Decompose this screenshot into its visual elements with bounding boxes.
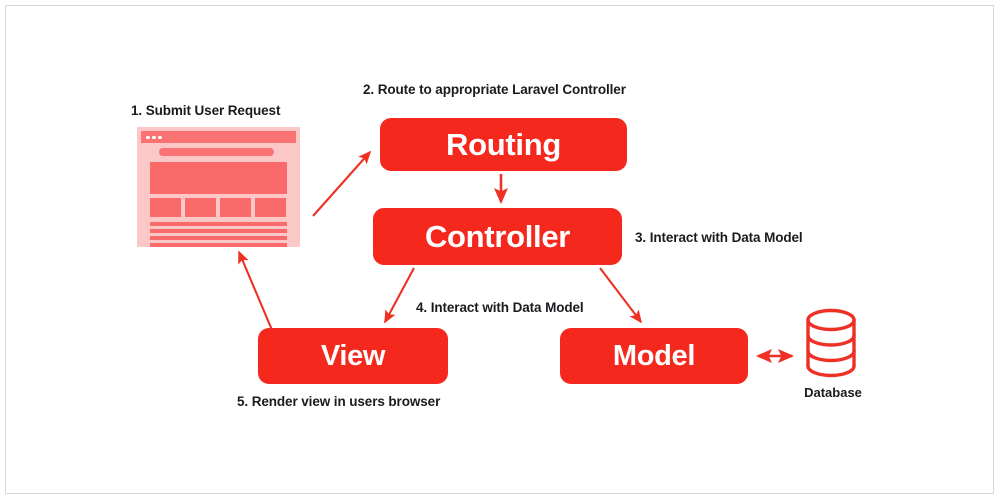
window-dot-close-icon — [146, 135, 150, 139]
browser-text-line — [150, 229, 287, 233]
browser-url-bar — [159, 148, 274, 156]
window-dot-minimize-icon — [152, 135, 156, 139]
browser-column-block — [185, 198, 216, 217]
browser-text-line — [150, 243, 287, 247]
database-group: Database — [798, 307, 868, 402]
browser-column-block — [220, 198, 251, 217]
node-view[interactable]: View — [258, 328, 448, 384]
caption-step-4: 4. Interact with Data Model — [416, 300, 584, 315]
browser-text-line — [150, 222, 287, 226]
window-dot-maximize-icon — [158, 135, 162, 139]
caption-step-3: 3. Interact with Data Model — [635, 230, 803, 245]
node-controller[interactable]: Controller — [373, 208, 622, 265]
arrow-controller-to-model — [599, 267, 643, 324]
arrow-controller-to-view — [384, 267, 415, 324]
database-label: Database — [804, 385, 862, 400]
caption-step-1: 1. Submit User Request — [131, 103, 281, 118]
browser-column-block — [150, 198, 181, 217]
arrow-browser-to-routing — [312, 150, 372, 217]
node-routing[interactable]: Routing — [380, 118, 627, 171]
browser-hero-block — [150, 162, 287, 194]
database-cylinder-icon — [806, 308, 856, 378]
browser-column-block — [255, 198, 286, 217]
caption-step-2: 2. Route to appropriate Laravel Controll… — [363, 82, 626, 97]
browser-titlebar — [141, 131, 296, 143]
node-model[interactable]: Model — [560, 328, 748, 384]
arrow-view-to-browser — [238, 250, 273, 331]
caption-step-5: 5. Render view in users browser — [237, 394, 441, 409]
browser-window-mockup — [137, 127, 300, 247]
browser-text-line — [150, 236, 287, 240]
